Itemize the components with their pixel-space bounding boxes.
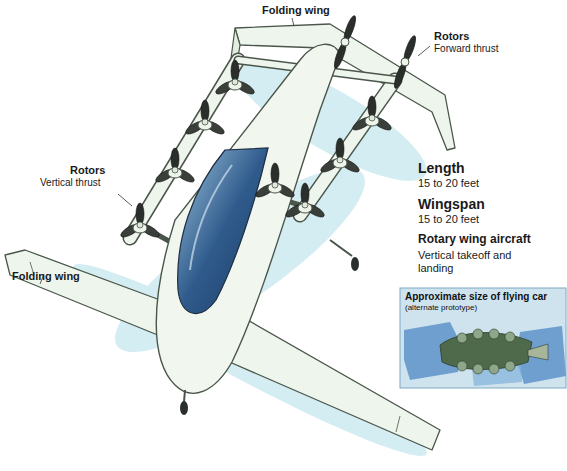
- callout-label: Vertical thrust: [40, 177, 101, 189]
- callout-label: Length: [418, 160, 465, 176]
- callout-label: 15 to 20 feet: [418, 213, 479, 226]
- callout-label: Folding wing: [262, 4, 330, 17]
- callout-label: Forward thrust: [434, 43, 498, 55]
- callout-label: Rotors: [434, 30, 469, 43]
- inset-subheading: (alternate prototype): [405, 303, 561, 312]
- inset-heading: Approximate size of flying car: [405, 291, 561, 303]
- callout-label: Wingspan: [418, 196, 485, 212]
- callout-label: Rotors: [70, 164, 105, 177]
- callout-label: Rotary wing aircraft: [418, 233, 531, 247]
- inset-panel: Approximate size of flying car(alternate…: [400, 288, 566, 388]
- callout-label: 15 to 20 feet: [418, 177, 479, 190]
- callout-label: Vertical takeoff and landing: [418, 249, 526, 274]
- callout-label: Folding wing: [12, 270, 80, 283]
